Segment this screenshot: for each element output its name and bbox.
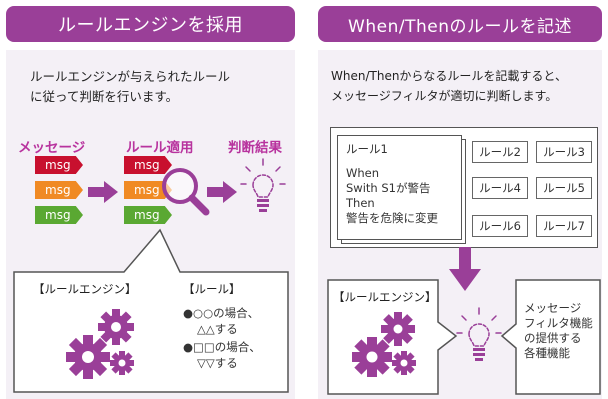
feature-line4: 各種機能 xyxy=(524,346,570,360)
rule1-content: ルール1 When Swith S1が警告 Then 警告を危険に変更 xyxy=(346,142,438,226)
rule1-title: ルール1 xyxy=(346,142,388,156)
left-description-line1: ルールエンジンが与えられたルール xyxy=(30,69,231,84)
label-result: 判断結果 xyxy=(228,140,282,156)
rule1-line1: ●○○の場合、 xyxy=(183,306,260,320)
rule-card-4: ルール4 xyxy=(472,177,528,199)
rule2-line2: ▽▽する xyxy=(197,356,238,370)
right-arrow-icon xyxy=(88,181,118,203)
right-description-line2: メッセージフィルタが適切に判断します。 xyxy=(331,89,558,103)
message-tag-orange: msg xyxy=(35,181,83,199)
rule1-when: When xyxy=(346,166,380,180)
rule1-then: Then xyxy=(346,196,375,210)
magnifier-icon xyxy=(162,168,210,216)
applied-tag-red: msg xyxy=(124,156,172,174)
left-engine-label: 【ルールエンジン】 xyxy=(33,282,137,296)
rule-card-5: ルール5 xyxy=(536,177,592,199)
down-arrow-icon xyxy=(449,247,481,291)
rule1-line2: △△する xyxy=(197,322,238,336)
left-header: ルールエンジンを採用 xyxy=(6,6,295,42)
feature-line1: メッセージ xyxy=(524,301,582,315)
right-arrow-icon xyxy=(207,181,237,203)
applied-tag-green: msg xyxy=(124,206,172,224)
applied-tag-orange: msg xyxy=(124,181,172,199)
gear-icon xyxy=(352,312,416,377)
left-description-line2: に従って判断を行います。 xyxy=(30,89,179,104)
feature-line3: の提供する xyxy=(524,331,582,345)
label-message: メッセージ xyxy=(18,140,86,156)
rule-card-7: ルール7 xyxy=(536,215,592,237)
rule-card-6: ルール6 xyxy=(472,215,528,237)
rule-list: ●○○の場合、 △△する ●□□の場合、 ▽▽する xyxy=(183,305,261,371)
feature-line2: フィルタ機能 xyxy=(524,316,593,330)
message-tag-green: msg xyxy=(35,206,83,224)
left-title: ルールエンジンを採用 xyxy=(58,15,243,36)
rule1-condition: Swith S1が警告 xyxy=(346,181,431,195)
lightbulb-icon xyxy=(240,158,286,212)
rule-card-2: ルール2 xyxy=(472,141,528,163)
rule1-action: 警告を危険に変更 xyxy=(346,211,438,225)
label-rule-apply: ルール適用 xyxy=(126,140,194,156)
right-engine-label: 【ルールエンジン】 xyxy=(333,290,437,304)
right-description-line1: When/Thenからなるルールを記載すると、 xyxy=(331,69,567,83)
rule1-card xyxy=(337,135,462,240)
gear-icon xyxy=(66,309,134,379)
right-title: When/Thenのルールを記述 xyxy=(348,16,572,37)
lightbulb-icon xyxy=(456,307,502,361)
feature-text: メッセージ フィルタ機能 の提供する 各種機能 xyxy=(524,301,593,361)
left-rule-label: 【ルール】 xyxy=(183,282,241,296)
message-tag-red: msg xyxy=(35,156,83,174)
right-header: When/Thenのルールを記述 xyxy=(318,6,602,42)
rule-card-3: ルール3 xyxy=(536,141,592,163)
rule2-line1: ●□□の場合、 xyxy=(183,340,261,354)
